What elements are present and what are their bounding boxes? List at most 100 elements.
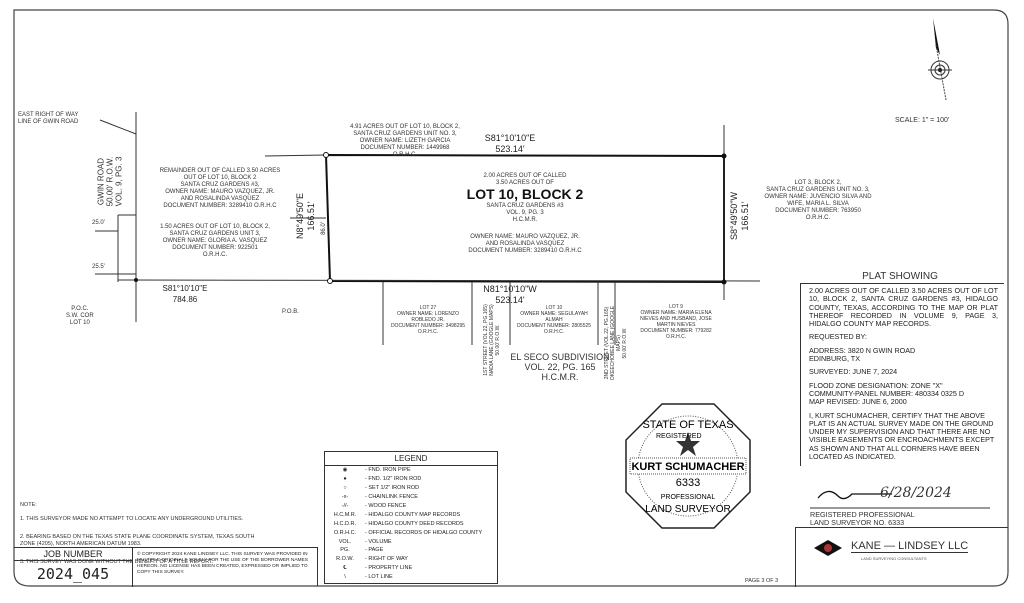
seal-name: KURT SCHUMACHER	[631, 461, 744, 473]
legend-text: - FND. IRON PIPE	[365, 467, 411, 474]
legend-text: - SET 1/2" IRON ROD	[365, 485, 420, 492]
legend-item: \- LOT LINE	[325, 573, 497, 582]
lot-title: LOT 10, BLOCK 2	[466, 186, 584, 202]
bearing-north: S81°10'10"E 523.14'	[484, 133, 536, 154]
lot-pre: 2.00 ACRES OUT OF CALLED 3.50 ACRES OUT …	[483, 173, 567, 186]
east-row-label: EAST RIGHT OF WAY LINE OF GWIN ROAD	[18, 112, 79, 125]
lot27-label: LOT 27 OWNER NAME: LORENZO ROBLEDO JR. D…	[390, 305, 466, 335]
legend-symbol: ◉	[342, 467, 348, 474]
legend-text: - OFFICIAL RECORDS OF HIDALGO COUNTY	[365, 529, 483, 536]
legend-item: -//- - WOOD FENCE	[325, 502, 497, 511]
bearing-west: N8°49'50"E 166.51'	[295, 192, 316, 240]
legend-item: ● - FND. 1/2" IRON ROD	[325, 475, 497, 484]
page-number: PAGE 3 OF 3	[745, 578, 779, 584]
legend-item: R.O.W. - RIGHT OF WAY	[325, 555, 497, 564]
panel-surveyed: SURVEYED: JUNE 7, 2024	[809, 367, 898, 377]
panel-address: ADDRESS: 3820 N GWIN ROAD EDINBURG, TX	[809, 345, 916, 364]
pob-label: P.O.B.	[282, 309, 299, 315]
legend-symbol: ℄	[343, 565, 347, 572]
legend-item: O.R.H.C. - OFFICIAL RECORDS OF HIDALGO CO…	[325, 528, 497, 537]
panel-flood: FLOOD ZONE DESIGNATION: ZONE "X" COMMUNI…	[809, 380, 965, 407]
legend-item: ◉ - FND. IRON PIPE	[325, 466, 497, 475]
bearing-east: S8°49'50"W 166.51'	[729, 191, 750, 241]
panel-title: PLAT SHOWING	[862, 271, 938, 282]
legend-symbol: H.C.M.R.	[333, 511, 357, 518]
company-box: KANE — LINDSEY LLC LAND SURVEYING CONSUL…	[795, 527, 1008, 587]
legend-text: - CHAINLINK FENCE	[365, 494, 418, 501]
legend-symbol: ●	[343, 476, 347, 483]
job-number: 2024_045	[36, 565, 110, 583]
legend-symbol: VOL.	[338, 538, 352, 545]
note-2: 2. BEARING BASED ON THE TEXAS STATE PLAN…	[20, 534, 255, 547]
lot-post: SANTA CRUZ GARDENS #3 VOL. 9, PG. 3 H.C.…	[486, 203, 564, 223]
north-arrow-icon	[928, 18, 952, 101]
svg-text:LAND SURVEYOR: LAND SURVEYOR	[645, 504, 730, 515]
legend-text: - RIGHT OF WAY	[365, 556, 408, 563]
legend-symbol: -x-	[341, 494, 349, 501]
legend-title: LEGEND	[325, 452, 497, 466]
poc-label: P.O.C. S.W. COR LOT 10	[66, 306, 94, 326]
el-seco-label: EL SECO SUBDIVISION VOL. 22, PG. 165 H.C…	[510, 352, 610, 382]
lot10b-label: LOT 10 OWNER NAME: SEGULAYAH ALMAH DOCUM…	[516, 305, 592, 335]
notes: NOTE: 1. THIS SURVEYOR MADE NO ATTEMPT T…	[20, 495, 320, 573]
surveyor-seal: STATE OF TEXAS REGISTERED KURT SCHUMACHE…	[625, 403, 751, 529]
remainder-parcel-label: REMAINDER OUT OF CALLED 3.50 ACRES OUT O…	[159, 168, 281, 209]
parcel-150-label: 1.50 ACRES OUT OF LOT 10, BLOCK 2, SANTA…	[160, 224, 270, 258]
dim-25-5: 25.5'	[92, 264, 105, 270]
bearing-south: N81°10'10"W 523.14'	[483, 284, 537, 305]
copyright-text: © COPYRIGHT 2024 KANE LINDSEY LLC. THIS …	[132, 547, 318, 586]
legend-symbol: ○	[343, 485, 347, 492]
note-1: 1. THIS SURVEYOR MADE NO ATTEMPT TO LOCA…	[20, 516, 244, 522]
legend-text: - PAGE	[365, 547, 384, 554]
south-line	[117, 279, 761, 282]
legend-text: - VOLUME	[365, 538, 392, 545]
scale-label: SCALE: 1" = 100'	[895, 117, 950, 124]
signature-date: 6/28/2024	[880, 485, 952, 501]
lot3-label: LOT 3, BLOCK 2, SANTA CRUZ GARDENS UNIT …	[764, 180, 872, 221]
legend-text: - LOT LINE	[365, 574, 393, 581]
panel-certify: I, KURT SCHUMACHER, CERTIFY THAT THE ABO…	[809, 410, 995, 462]
seal-state: STATE OF TEXAS	[642, 419, 733, 431]
legend-item: H.C.M.R. - HIDALGO COUNTY MAP RECORDS	[325, 510, 497, 519]
sheet-border	[13, 9, 1009, 587]
job-label: JOB NUMBER	[14, 548, 132, 561]
company-name: KANE — LINDSEY LLC	[851, 540, 969, 553]
svg-text:6333: 6333	[676, 477, 700, 489]
legend-item: H.C.D.R. - HIDALGO COUNTY DEED RECORDS	[325, 519, 497, 528]
legend-symbol: R.O.W.	[336, 556, 354, 563]
legend-text: - HIDALGO COUNTY MAP RECORDS	[365, 511, 461, 518]
legend-item: ○ - SET 1/2" IRON ROD	[325, 484, 497, 493]
legend-symbol: O.R.H.C.	[333, 529, 357, 536]
legend-item: VOL. - VOLUME	[325, 537, 497, 546]
legend-symbol: H.C.D.R.	[334, 520, 356, 527]
legend-text: - PROPERTY LINE	[365, 565, 413, 572]
svg-text:REGISTERED: REGISTERED	[656, 433, 702, 440]
legend: LEGEND ◉ - FND. IRON PIPE ● - FND. 1/2" IRO…	[324, 451, 498, 584]
notes-title: NOTE:	[20, 502, 37, 508]
dim-25-0: 25.0'	[92, 220, 105, 226]
lot-owner: OWNER NAME: MAURO VAZQUEZ, JR. AND ROSAL…	[468, 234, 582, 254]
legend-item: PG. - PAGE	[325, 546, 497, 555]
plat-info-panel: 2.00 ACRES OUT OF CALLED 3.50 ACRES OUT …	[800, 283, 1004, 467]
company-logo	[814, 540, 842, 556]
legend-text: - FND. 1/2" IRON ROD	[365, 476, 422, 483]
gwin-road-label: GWIN ROAD 50.00' R.O.W. VOL. 9, PG. 3	[96, 156, 124, 207]
legend-symbol: PG.	[340, 547, 350, 554]
legend-text: - WOOD FENCE	[365, 503, 407, 509]
company-sub: LAND SURVEYING CONSULTANTS	[861, 556, 927, 561]
panel-requested: REQUESTED BY:	[809, 332, 867, 342]
dim-86: 86.0'	[320, 222, 327, 235]
street1-label: 1ST STREET (VOL.22, PG.165) NADIA LANE (…	[483, 304, 501, 376]
signature	[817, 490, 892, 500]
legend-text: - HIDALGO COUNTY DEED RECORDS	[365, 520, 464, 527]
bearing-tie: S81°10'10"E 784.86	[162, 284, 208, 304]
note-3: 3. THIS SURVEY WAS DONE WITHOUT THE BENE…	[20, 559, 214, 565]
legend-item: -x- - CHAINLINK FENCE	[325, 493, 497, 502]
legend-item: ℄ - PROPERTY LINE	[325, 564, 497, 573]
lot9-label: LOT 9 OWNER NAME: MARIA ELENA NIEVES AND…	[640, 304, 712, 340]
parcel-491-label: 4.91 ACRES OUT OF LOT 10, BLOCK 2, SANTA…	[350, 124, 460, 158]
corner-marker	[323, 152, 329, 158]
legend-symbol: -//-	[341, 503, 349, 509]
panel-desc: 2.00 ACRES OUT OF CALLED 3.50 ACRES OUT …	[809, 286, 998, 329]
